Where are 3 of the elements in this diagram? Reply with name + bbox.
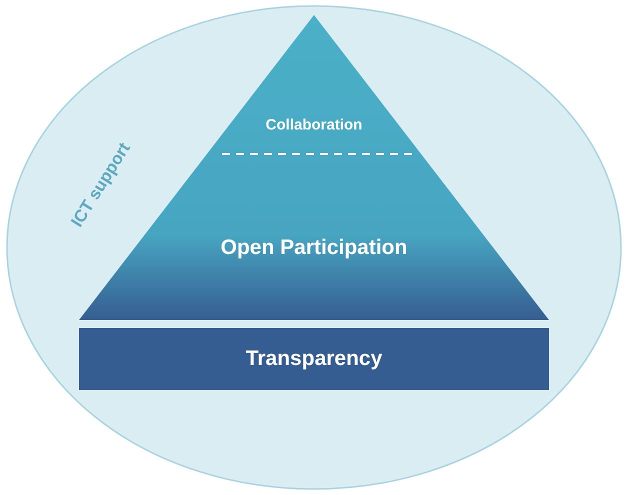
tier-label: Collaboration	[266, 116, 362, 134]
tier-label: Open Participation	[220, 236, 408, 260]
tier-label: Transparency	[246, 347, 382, 371]
